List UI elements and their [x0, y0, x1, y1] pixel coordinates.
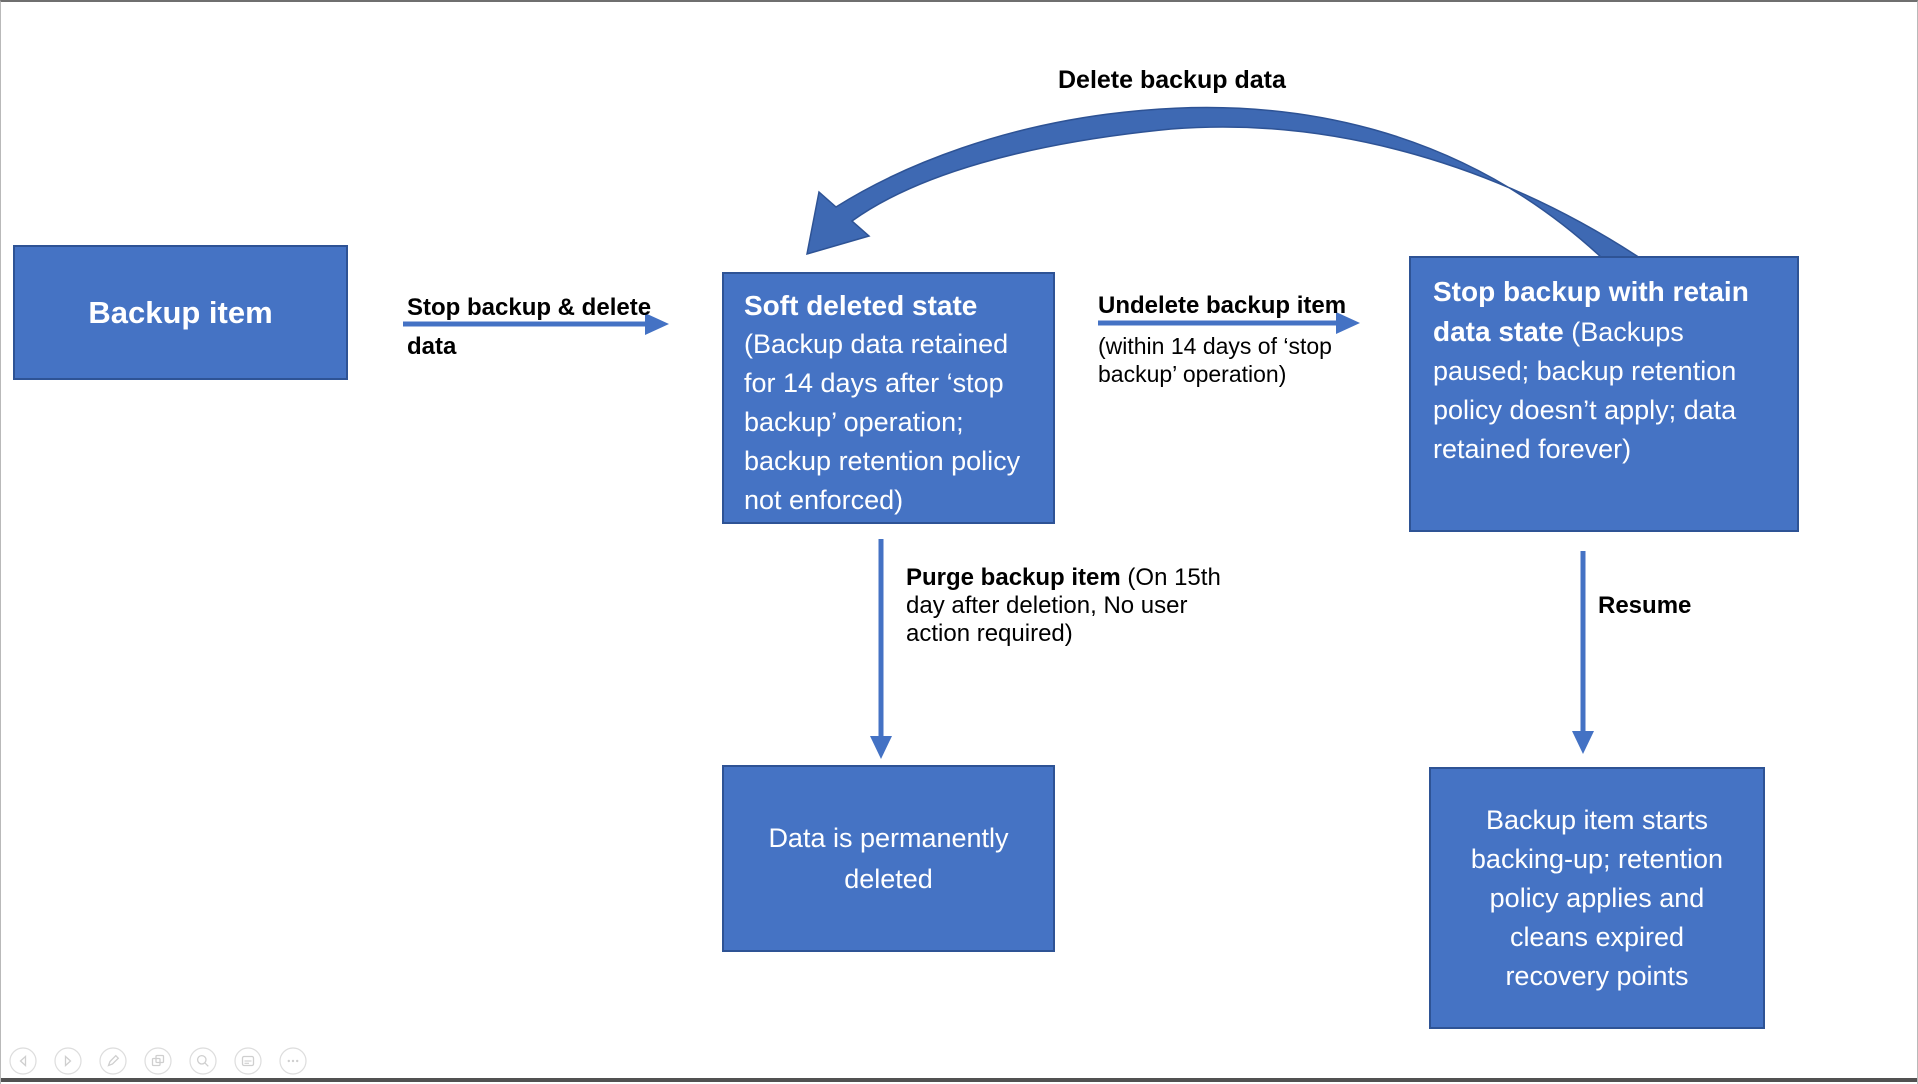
- box-soft-deleted-body: (Backup data retained for 14 days after …: [744, 329, 1021, 515]
- slideshow-toolbar: [9, 1047, 307, 1075]
- box-retain-title: Stop backup with retain data state: [1433, 276, 1749, 347]
- see-all-slides-icon[interactable]: [144, 1047, 172, 1075]
- next-slide-icon[interactable]: [54, 1047, 82, 1075]
- previous-slide-icon[interactable]: [9, 1047, 37, 1075]
- arrow-resume: [1572, 551, 1594, 754]
- label-purge-body: (On 15th day after deletion, No user act…: [906, 564, 1221, 647]
- box-soft-deleted-state: Soft deleted state (Backup data retained …: [722, 272, 1055, 524]
- label-purge-title: Purge backup item: [906, 564, 1121, 591]
- box-stop-backup-retain-state: Stop backup with retain data state (Back…: [1409, 256, 1799, 532]
- label-stop-backup-delete-data: Stop backup & delete data: [407, 294, 652, 360]
- box-backup-item-title: Backup item: [88, 294, 273, 330]
- label-undelete-backup-item: Undelete backup item (within 14 days of …: [1098, 292, 1398, 388]
- label-resume: Resume: [1598, 592, 1692, 619]
- box-perm-body: Data is permanently deleted: [768, 822, 1009, 894]
- window-bottom-edge: [1, 1078, 1917, 1082]
- arrow-delete-backup-data: [806, 106, 1643, 259]
- more-options-icon[interactable]: [279, 1047, 307, 1075]
- label-delete-backup-data: Delete backup data: [1058, 66, 1286, 94]
- label-purge-backup-item: Purge backup item (On 15th day after del…: [906, 564, 1246, 648]
- box-backup-item: Backup item: [13, 245, 348, 380]
- label-undelete-title: Undelete backup item: [1098, 292, 1347, 319]
- arrow-purge-backup-item: [870, 539, 892, 759]
- box-retain-body: (Backups paused; backup retention policy…: [1433, 317, 1737, 464]
- box-data-permanently-deleted: Data is permanently deleted: [722, 765, 1055, 952]
- box-resume-result-body: Backup item starts backing-up; retention…: [1470, 804, 1724, 991]
- box-backup-resumes: Backup item starts backing-up; retention…: [1429, 767, 1765, 1029]
- label-undelete-body: (within 14 days of ‘stop backup’ operati…: [1098, 333, 1332, 387]
- zoom-icon[interactable]: [189, 1047, 217, 1075]
- captions-icon[interactable]: [234, 1047, 262, 1075]
- box-soft-deleted-title: Soft deleted state: [744, 290, 978, 321]
- pen-icon[interactable]: [99, 1047, 127, 1075]
